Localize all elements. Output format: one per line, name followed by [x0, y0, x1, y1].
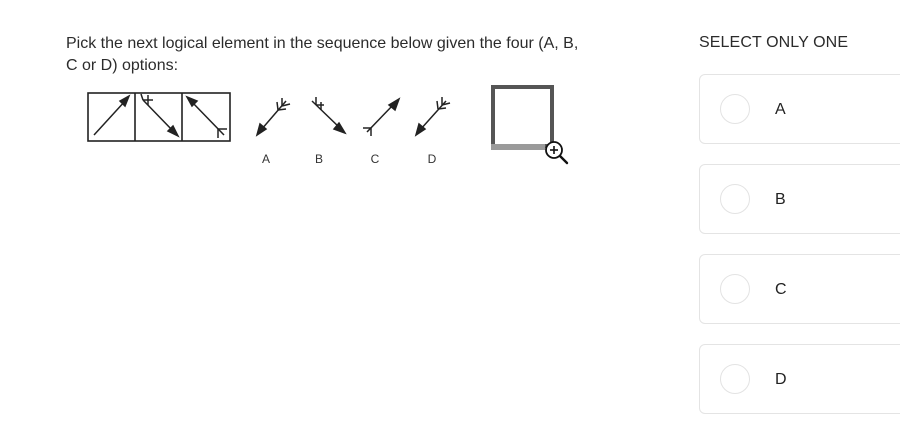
answer-option-a[interactable]: A	[699, 74, 900, 144]
answer-option-label: C	[775, 281, 787, 298]
sequence-label-b: B	[314, 152, 323, 166]
answer-option-label: B	[775, 191, 786, 208]
sequence-arrow-3	[185, 95, 227, 138]
select-only-one-heading: SELECT ONLY ONE	[699, 34, 849, 51]
answer-option-label: A	[775, 101, 786, 118]
sequence-strip-frame	[87, 92, 231, 142]
sequence-label-d: D	[427, 152, 437, 166]
radio-button[interactable]	[720, 274, 750, 304]
radio-button[interactable]	[720, 184, 750, 214]
radio-button[interactable]	[720, 94, 750, 124]
answer-option-label: D	[775, 371, 787, 388]
answer-option-c[interactable]: C	[699, 254, 900, 324]
option-b-arrow	[311, 97, 347, 135]
option-a-arrow	[255, 98, 291, 137]
answer-option-b[interactable]: B	[699, 164, 900, 234]
sequence-label-a: A	[261, 152, 270, 166]
sequence-arrow-1	[93, 94, 131, 136]
sequence-arrow-2	[140, 93, 180, 138]
answer-placeholder-box	[491, 85, 554, 150]
radio-button[interactable]	[720, 364, 750, 394]
sequence-figure: A B C D	[86, 82, 576, 172]
answer-option-d[interactable]: D	[699, 344, 900, 414]
sequence-figure-svg	[87, 85, 554, 150]
zoom-in-icon[interactable]	[542, 138, 570, 166]
option-d-arrow	[414, 97, 451, 137]
option-c-arrow	[363, 97, 401, 136]
sequence-strip	[87, 92, 231, 142]
question-text: Pick the next logical element in the seq…	[66, 35, 579, 74]
sequence-label-c: C	[370, 152, 380, 166]
